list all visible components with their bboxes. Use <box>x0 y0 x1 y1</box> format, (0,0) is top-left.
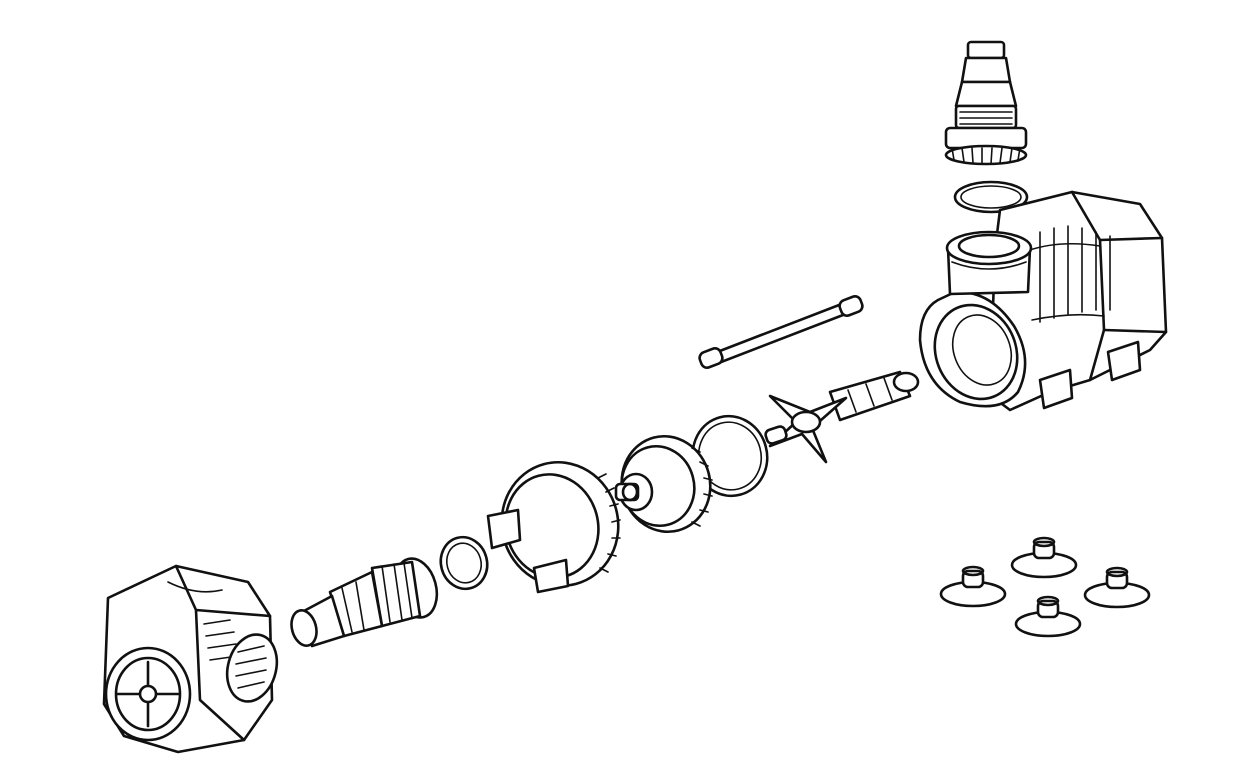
inlet-o-ring <box>439 535 489 591</box>
ceramic-shaft <box>698 295 864 369</box>
impeller-rotor <box>764 370 920 464</box>
outlet-hose-barb <box>944 40 1028 166</box>
suction-cup <box>1014 595 1082 638</box>
suction-cup-feet <box>939 536 1151 638</box>
outlet-o-ring <box>953 180 1029 214</box>
inlet-hose-barb <box>290 557 439 648</box>
locking-ring <box>486 460 621 594</box>
volute-cover <box>614 434 713 534</box>
suction-cup <box>1083 566 1151 609</box>
pump-motor-housing <box>918 190 1168 412</box>
inlet-strainer-cover <box>102 564 279 754</box>
suction-cup <box>1010 536 1078 579</box>
suction-cup <box>939 565 1007 608</box>
